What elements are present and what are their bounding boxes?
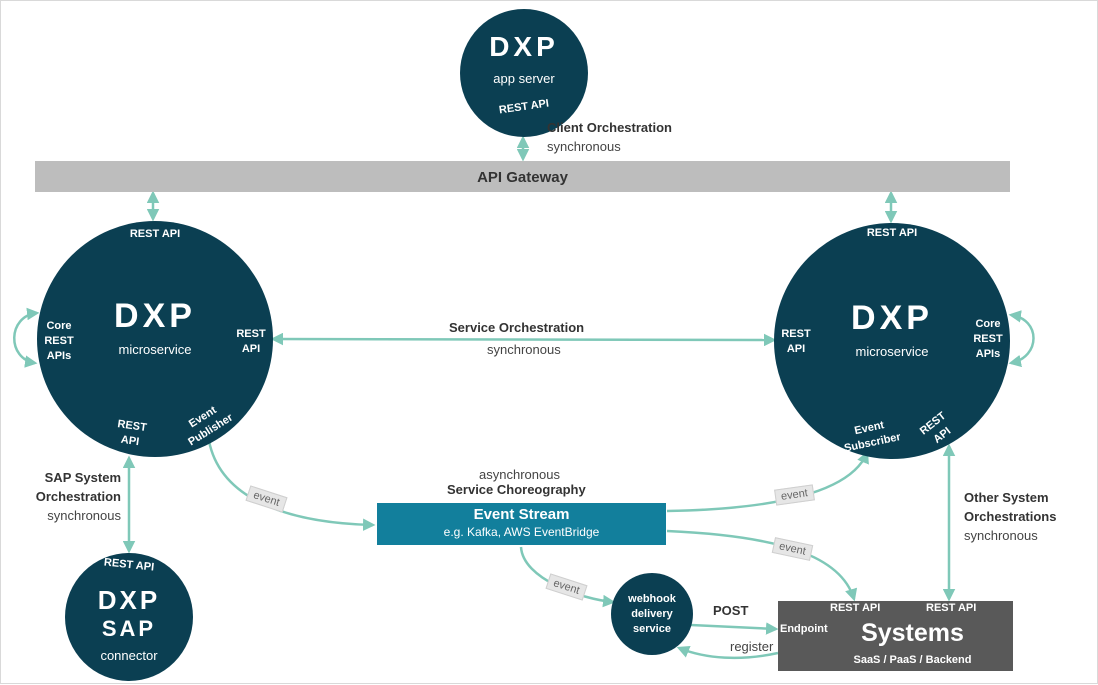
left-core-apis-loop — [13, 307, 40, 368]
choreography-title-wrap: Service Choreography — [447, 481, 586, 500]
systems-api-left: REST API — [830, 602, 881, 614]
webhook-line2: delivery — [631, 608, 673, 620]
app-server-subtitle: app server — [493, 71, 555, 86]
left-ms-right-api-line1: REST — [236, 328, 266, 340]
api-gateway-label: API Gateway — [477, 169, 568, 186]
sap-title: DXP — [97, 585, 161, 615]
right-ms-left-api: REST API — [776, 327, 816, 357]
right-ms-left-api-line1: REST — [781, 328, 811, 340]
left-ms-top-api: REST API — [129, 228, 181, 240]
sap-orchestration-label: SAP System Orchestration synchronous — [25, 469, 121, 526]
webhook-text: webhook delivery service — [611, 592, 693, 637]
left-ms-right-api-line2: API — [241, 343, 261, 355]
register-connector — [676, 645, 779, 660]
post-label: POST — [713, 602, 748, 621]
right-ms-subtitle: microservice — [855, 344, 929, 359]
client-orchestration-mode: synchronous — [547, 138, 621, 154]
systems-api-right: REST API — [926, 602, 977, 614]
other-orch-line2: Orchestrations — [964, 508, 1057, 524]
service-orchestration-connector — [270, 332, 777, 347]
sap-connector-node: REST API DXP SAP connector — [65, 553, 193, 681]
sap-orch-mode: synchronous — [47, 507, 121, 523]
other-orch-line1: Other System — [964, 490, 1049, 505]
right-microservice-node: REST API DXP microservice REST API Core … — [774, 223, 1010, 459]
sap-subtitle: connector — [100, 648, 158, 663]
app-server-title: DXP — [489, 31, 559, 62]
right-ms-event-subscriber: Event Subscriber — [834, 414, 909, 458]
app-server-rest-api: REST API — [498, 97, 550, 117]
webhook-line3: service — [633, 623, 671, 635]
right-ms-event-line2: Subscriber — [843, 431, 902, 455]
systems-title: Systems — [861, 619, 964, 647]
left-ms-subtitle: microservice — [118, 342, 192, 357]
sap-title2: SAP — [101, 616, 157, 641]
event-stream-subtitle: e.g. Kafka, AWS EventBridge — [443, 525, 600, 539]
right-ms-core-apis: Core REST APIs — [970, 317, 1006, 362]
right-ms-left-api-line2: API — [786, 343, 806, 355]
event-stream-box: Event Stream e.g. Kafka, AWS EventBridge — [377, 503, 666, 545]
right-ms-core-line1: Core — [975, 318, 1001, 330]
right-ms-core-line3: APIs — [975, 348, 1001, 360]
webhook-delivery-node: webhook delivery service — [611, 573, 693, 655]
webhook-line1: webhook — [628, 593, 676, 605]
left-ms-bottom-api-line1: REST — [116, 418, 148, 435]
other-orch-mode: synchronous — [964, 527, 1038, 543]
event-stream-title: Event Stream — [473, 506, 570, 523]
register-label: register — [730, 639, 774, 654]
service-orchestration-title-text: Service Orchestration — [449, 320, 585, 335]
left-ms-core-line1: Core — [46, 320, 72, 332]
left-ms-core-line3: APIs — [46, 350, 72, 362]
service-orchestration-title: Service Orchestration — [449, 319, 584, 338]
client-orchestration-title: Client Orchestration — [547, 120, 672, 135]
right-core-apis-loop — [1008, 310, 1035, 368]
left-ms-title: DXP — [114, 297, 196, 335]
left-ms-core-line2: REST — [44, 335, 74, 347]
sap-orch-line2: Orchestration — [35, 488, 121, 504]
right-ms-title: DXP — [851, 299, 933, 337]
left-ms-right-api: REST API — [233, 327, 269, 357]
left-microservice-node: REST API DXP microservice Core REST APIs… — [37, 221, 273, 457]
systems-subtitle: SaaS / PaaS / Backend — [853, 654, 972, 666]
app-server-node: DXP app server REST API — [460, 9, 588, 137]
publisher-to-stream-connector — [207, 440, 376, 532]
left-ms-core-apis: Core REST APIs — [41, 319, 77, 364]
choreography-title: Service Choreography — [447, 482, 586, 497]
right-ms-core-line2: REST — [973, 333, 1003, 345]
choreography-mode: asynchronous — [479, 467, 560, 482]
systems-endpoint: Endpoint — [780, 623, 828, 635]
post-label-text: POST — [713, 603, 749, 618]
left-ms-bottom-api-line2: API — [120, 433, 140, 449]
client-orchestration-label: Client Orchestration synchronous — [547, 119, 672, 157]
api-gateway-bar: API Gateway — [35, 161, 1010, 192]
left-ms-bottom-api: REST API — [107, 416, 155, 452]
sap-orch-line1: SAP System — [44, 470, 121, 485]
stream-to-systems-connector — [666, 529, 858, 602]
right-ms-top-api: REST API — [866, 227, 918, 239]
service-orchestration-mode: synchronous — [487, 342, 561, 357]
post-connector — [690, 622, 779, 635]
stream-to-subscriber-connector — [666, 450, 869, 513]
other-orchestrations-label: Other System Orchestrations synchronous — [964, 489, 1056, 546]
systems-box: REST API REST API Endpoint Systems SaaS … — [778, 601, 1013, 671]
